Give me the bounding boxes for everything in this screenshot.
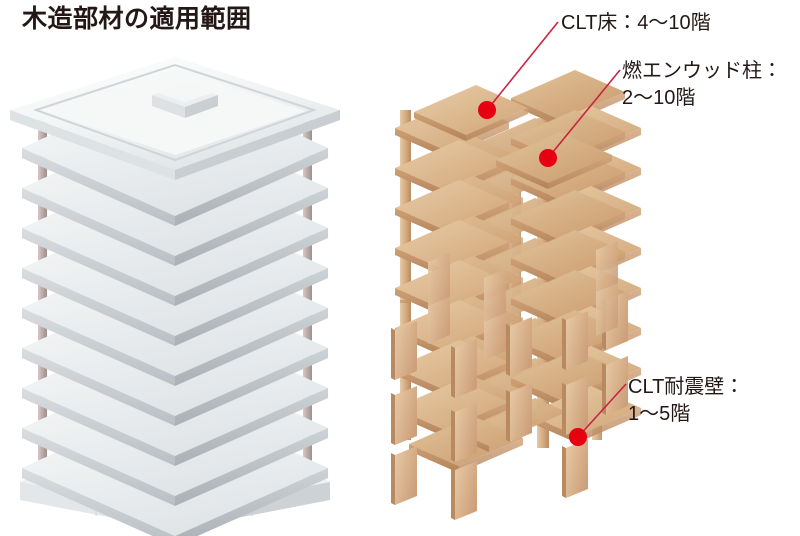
callout-label-clt-floor: CLT床：4〜10階	[561, 10, 711, 37]
leader-moen-column	[539, 69, 621, 167]
wood-frame-group	[391, 70, 641, 520]
callout-label-moen-column: 燃エンウッド柱： 2〜10階	[622, 58, 782, 112]
callout-moen-column-line1: 燃エンウッド柱：	[622, 60, 782, 82]
callout-dot-clt-wall	[569, 428, 587, 446]
callout-moen-column-line2: 2〜10階	[622, 87, 696, 109]
callout-dot-moen-column	[539, 149, 557, 167]
clt-floor-top-panel	[414, 85, 528, 141]
clt-wall-fins	[428, 241, 618, 360]
building-roof	[10, 57, 340, 180]
left-building-group	[10, 57, 340, 536]
floor-slabs	[22, 78, 328, 536]
callout-clt-wall-line1: CLT耐震壁：	[628, 376, 745, 398]
callout-clt-floor-line1: CLT床：4〜10階	[561, 12, 711, 34]
leader-clt-wall	[569, 383, 627, 446]
callout-label-clt-wall: CLT耐震壁： 1〜5階	[628, 374, 744, 428]
callout-dot-clt-floor	[478, 101, 496, 119]
page-title: 木造部材の適用範囲	[22, 5, 252, 33]
leader-clt-floor	[478, 21, 559, 119]
callout-clt-wall-line2: 1〜5階	[628, 403, 691, 425]
